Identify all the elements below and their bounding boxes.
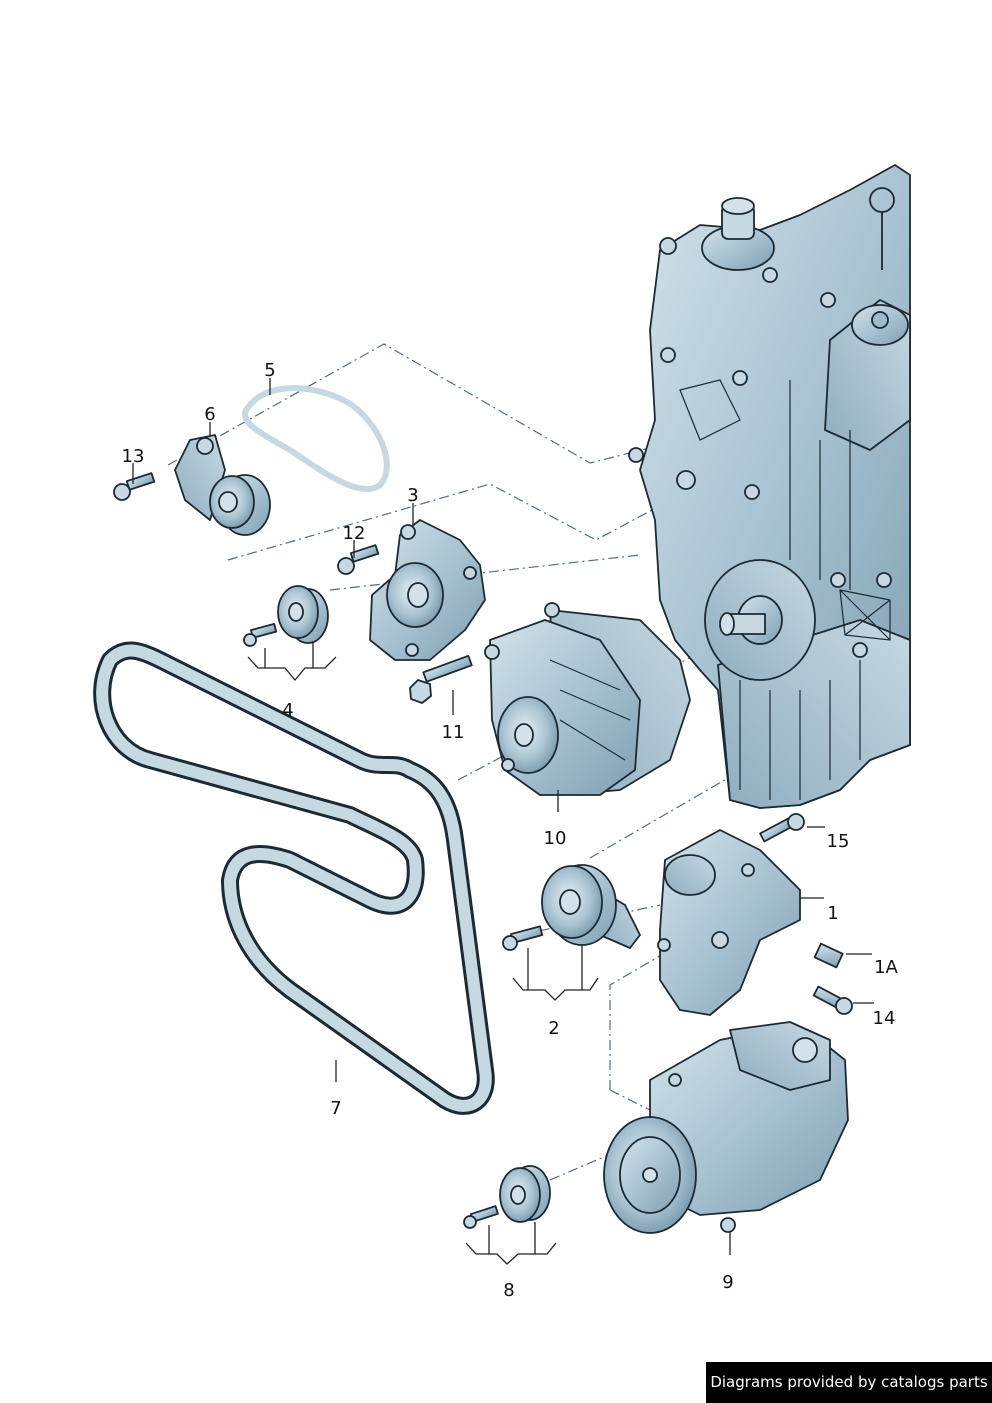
credit-footer: Diagrams provided by catalogs parts [706,1362,992,1403]
bracket [657,829,801,1016]
label-3: 3 [407,485,418,506]
label-5: 5 [264,360,275,381]
bolt-11 [409,654,473,704]
label-7: 7 [330,1098,341,1119]
label-9: 9 [722,1272,733,1293]
sleeve-1A [813,942,844,969]
ac-compressor [603,1021,849,1234]
label-6: 6 [204,404,215,425]
water-pump [369,519,486,661]
idler-pulley-8 [463,1165,551,1229]
label-1A: 1A [874,957,898,978]
tensioner-pulley [502,864,641,951]
label-14: 14 [873,1008,896,1029]
label-11: 11 [442,722,465,743]
bolt-15 [759,813,805,843]
engine-block [628,164,911,809]
label-13: 13 [122,446,145,467]
main-ribbed-belt [93,641,495,1115]
callout-labels: 5 6 13 3 12 4 11 10 15 1 1A 14 2 7 9 8 [122,360,899,1301]
label-2: 2 [548,1018,559,1039]
small-ribbed-belt [242,385,390,493]
bolt-12 [337,544,380,575]
idler-pulley-4 [243,585,329,647]
alternator [484,602,691,796]
label-4: 4 [282,700,293,721]
label-1: 1 [827,903,838,924]
bolt-14 [812,985,853,1015]
bolt-13 [113,472,156,501]
label-8: 8 [503,1280,514,1301]
label-10: 10 [544,828,567,849]
leader-lines [132,378,874,1265]
label-12: 12 [343,523,366,544]
tensioner-small [174,434,271,536]
label-15: 15 [827,831,850,852]
